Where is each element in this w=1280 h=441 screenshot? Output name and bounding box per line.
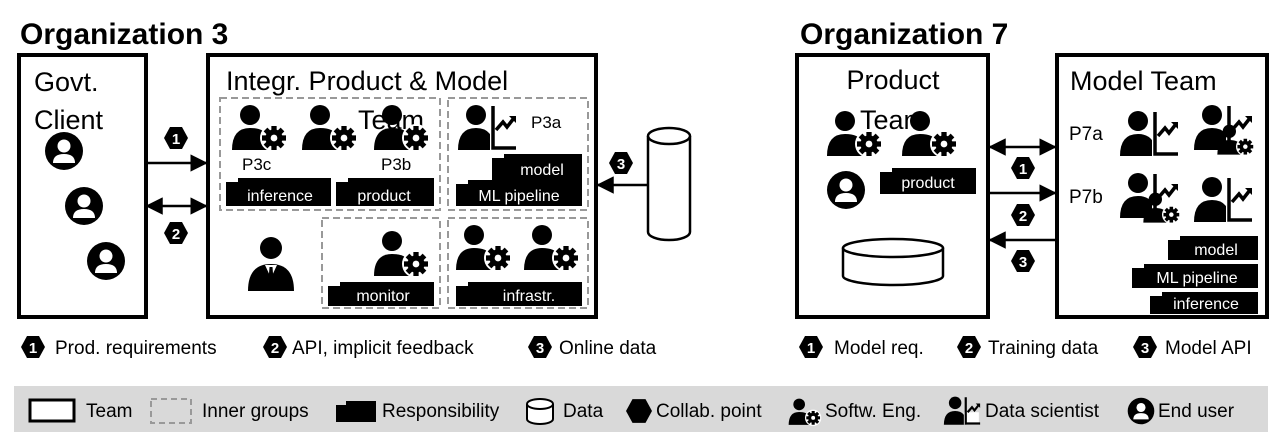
responsibility-inference — [1150, 292, 1258, 314]
p3a-label: P3a — [531, 113, 562, 132]
software-engineer-icon — [374, 231, 430, 278]
responsibility-product — [336, 178, 434, 206]
responsibility-model — [1168, 236, 1258, 260]
svg-text:2: 2 — [965, 340, 973, 357]
responsibility-product-label: product — [901, 175, 955, 192]
svg-text:Inner groups: Inner groups — [202, 401, 309, 422]
legend-item: Training data — [988, 338, 1099, 359]
govt-client-box — [17, 53, 148, 319]
inner-group-icon — [150, 398, 192, 424]
end-user-icon — [45, 132, 83, 170]
responsibility-inference-label: inference — [1173, 296, 1239, 313]
responsibility-ml-pipeline-label: ML pipeline — [478, 188, 559, 205]
product-team-box — [795, 53, 990, 319]
inner-group — [219, 97, 441, 211]
org7-title: Organization 7 — [800, 18, 1008, 51]
software-engineer-icon — [456, 225, 512, 272]
data-cylinder-icon — [526, 398, 554, 425]
legend-item: API, implicit feedback — [292, 338, 474, 359]
key-end-user: End user — [1127, 397, 1235, 425]
responsibility-model — [492, 154, 582, 180]
collab-point-label: 1 — [1019, 161, 1027, 178]
inner-group — [447, 97, 589, 211]
govt-client-title-2: Client — [34, 105, 104, 135]
collab-point-label: 2 — [172, 226, 180, 243]
collab-point-label: 2 — [1019, 208, 1027, 225]
inner-group — [321, 217, 441, 309]
svg-text:3: 3 — [1141, 340, 1149, 357]
svg-text:Responsibility: Responsibility — [382, 401, 500, 422]
model-team-title: Model Team — [1070, 66, 1217, 96]
p7b-label: P7b — [1069, 187, 1103, 208]
responsibility-ml-pipeline — [1132, 264, 1258, 288]
key-team: Team — [28, 398, 132, 423]
svg-text:1: 1 — [29, 340, 37, 357]
responsibility-monitor — [328, 282, 434, 306]
model-team-box — [1055, 53, 1269, 319]
svg-text:Collab. point: Collab. point — [656, 401, 762, 422]
manager-icon — [248, 237, 294, 291]
end-user-icon — [65, 187, 103, 225]
key-data-scientist: Data scientist — [942, 396, 1100, 426]
key-responsibility: Responsibility — [336, 401, 500, 422]
responsibility-product — [880, 168, 976, 194]
key-softw-eng: Softw. Eng. — [789, 399, 921, 426]
data-scientist-icon — [1118, 110, 1180, 158]
svg-text:Data: Data — [563, 401, 604, 422]
legend-item: Model req. — [834, 338, 924, 359]
data-scientist-icon — [1192, 176, 1254, 224]
p3b-label: P3b — [381, 155, 411, 174]
key-data: Data — [526, 398, 604, 425]
product-team-title-1: Product — [846, 65, 940, 95]
legend-item: Prod. requirements — [55, 338, 217, 359]
svg-text:1: 1 — [807, 340, 815, 357]
responsibility-monitor-label: monitor — [356, 288, 410, 305]
collab-point-label: 1 — [172, 131, 180, 148]
software-engineer-icon — [302, 105, 358, 152]
svg-text:2: 2 — [271, 340, 279, 357]
responsibility-inference — [226, 178, 331, 206]
svg-text:Softw. Eng.: Softw. Eng. — [825, 401, 921, 422]
responsibility-model-label: model — [1194, 242, 1238, 259]
inner-group — [447, 217, 589, 309]
key-collab-point: Collab. point — [626, 399, 762, 423]
end-user-icon — [1127, 397, 1155, 425]
legend-item: Online data — [559, 338, 657, 359]
org3-title: Organization 3 — [20, 18, 228, 51]
responsibility-tag-icon — [336, 401, 376, 422]
key-inner-groups: Inner groups — [150, 398, 309, 424]
p7a-label: P7a — [1069, 124, 1103, 145]
org7-legend: 1 Model req. 2 Training data 3 Model API — [799, 336, 1252, 359]
collab-point-label: 3 — [1019, 254, 1027, 271]
responsibility-infrastr-label: infrastr. — [503, 288, 555, 305]
software-engineer-icon — [232, 105, 288, 152]
responsibility-ml-pipeline — [456, 180, 582, 206]
responsibility-product-label: product — [357, 188, 411, 205]
svg-text:3: 3 — [536, 340, 544, 357]
data-scientist-icon — [456, 104, 518, 152]
responsibility-model-label: model — [520, 162, 564, 179]
svg-text:End user: End user — [1158, 401, 1235, 422]
svg-text:Team: Team — [86, 401, 132, 422]
end-user-icon — [827, 171, 865, 209]
legend-item: Model API — [1165, 338, 1252, 359]
govt-client-title-1: Govt. — [34, 67, 99, 97]
responsibility-ml-pipeline-label: ML pipeline — [1156, 270, 1237, 287]
collab-point-label: 3 — [617, 156, 625, 173]
responsibility-infrastr — [456, 282, 582, 306]
integrated-team-title-1: Integr. Product & Model — [226, 66, 508, 96]
integrated-team-box — [206, 53, 598, 319]
svg-text:Data scientist: Data scientist — [985, 401, 1100, 422]
end-user-icon — [87, 242, 125, 280]
p3c-label: P3c — [242, 155, 272, 174]
org3-legend: 1 Prod. requirements 2 API, implicit fee… — [21, 336, 657, 359]
software-engineer-icon — [524, 225, 580, 272]
data-cylinder-icon — [841, 237, 945, 287]
responsibility-inference-label: inference — [247, 188, 313, 205]
data-cylinder-icon — [646, 126, 692, 242]
team-box-icon — [28, 398, 76, 423]
